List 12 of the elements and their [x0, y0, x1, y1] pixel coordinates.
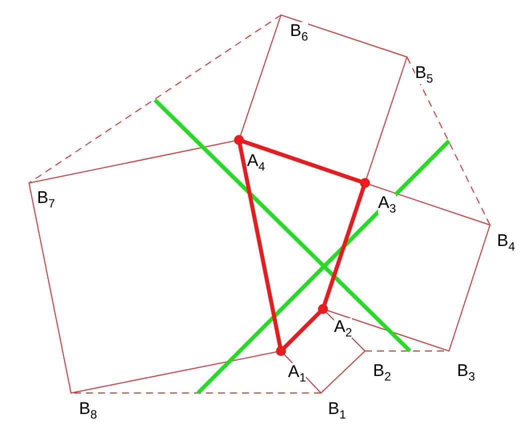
point-label: A$_{1}$ [288, 363, 306, 384]
point-label: B$_{7}$ [37, 189, 56, 210]
point-label: B$_{3}$ [457, 362, 476, 382]
point-label: B$_{2}$ [373, 362, 392, 382]
point-label: B$_{6}$ [290, 22, 308, 42]
point-label: A$_{4}$ [247, 152, 266, 172]
point-label: B$_{1}$ [328, 400, 346, 420]
point-label: B$_{4}$ [497, 232, 516, 252]
point-label: A$_{3}$ [378, 194, 396, 214]
point-label: A$_{2}$ [334, 318, 352, 338]
point-label: B$_{5}$ [415, 64, 434, 84]
point-label: B$_{8}$ [79, 400, 98, 420]
